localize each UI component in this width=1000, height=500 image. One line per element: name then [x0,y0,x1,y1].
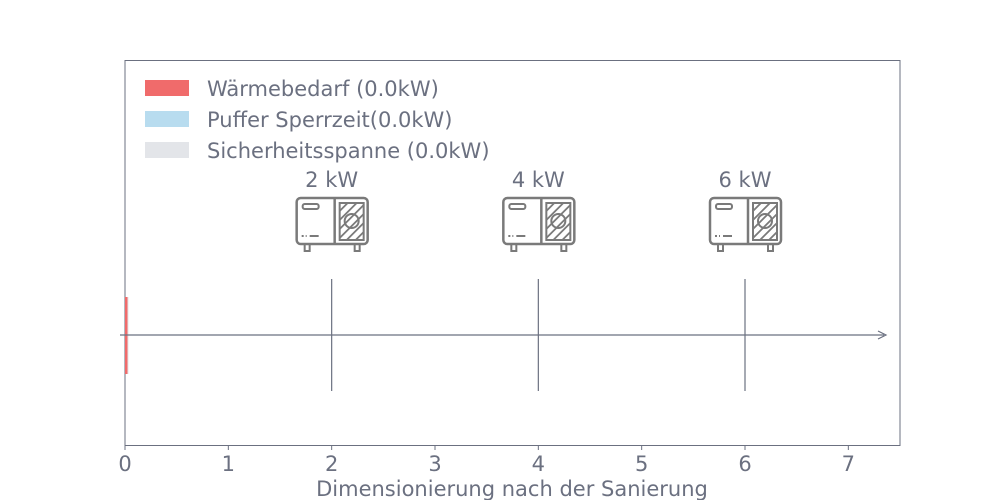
marker-label: 2 kW [305,168,358,192]
legend-swatch [145,80,189,96]
legend-swatch [145,142,189,158]
legend: Wärmebedarf (0.0kW) Puffer Sperrzeit(0.0k… [145,77,490,163]
legend-label: Wärmebedarf (0.0kW) [207,77,439,101]
x-tick-label: 3 [428,452,441,476]
plot-frame [124,60,901,446]
legend-label: Sicherheitsspanne (0.0kW) [207,139,490,163]
x-tick-label: 2 [325,452,338,476]
legend-swatch [145,111,189,127]
heat-pump-icon [502,196,576,253]
marker-label: 6 kW [719,168,772,192]
x-tick-label: 0 [118,452,131,476]
heat-pump-icon [708,196,783,253]
x-axis-label: Dimensionierung nach der Sanierung [316,477,708,500]
marker-label: 4 kW [512,168,565,192]
x-tick-label: 7 [842,452,855,476]
x-tick-label: 5 [635,452,648,476]
heat-pump-icon [295,196,369,253]
arrow-head [877,330,888,340]
x-tick-label: 6 [738,452,751,476]
legend-label: Puffer Sperrzeit(0.0kW) [207,108,453,132]
x-tick-label: 4 [532,452,545,476]
x-tick-label: 1 [222,452,235,476]
